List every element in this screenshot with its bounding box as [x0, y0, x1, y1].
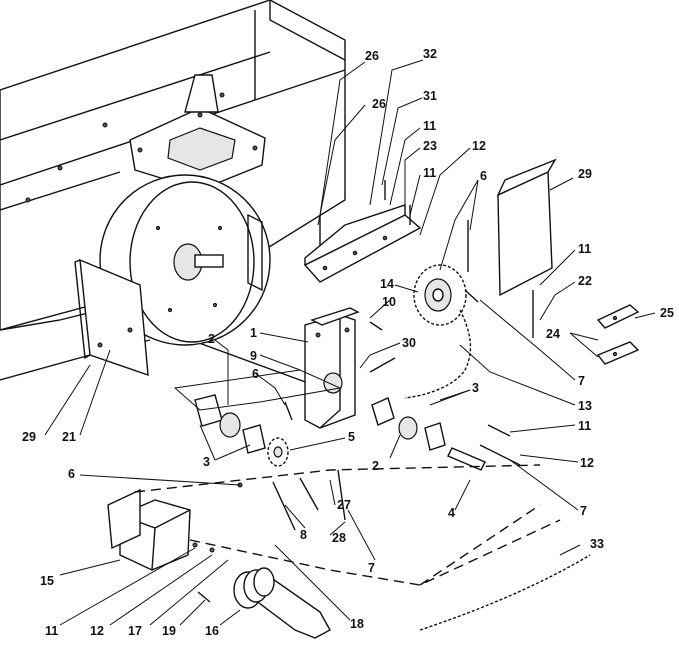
shield-plate [496, 158, 557, 297]
callout-23: 24 [546, 327, 560, 341]
callout-6-b: 6 [252, 367, 259, 381]
callout-32: 32 [423, 47, 437, 61]
callout-3-right: 3 [472, 381, 479, 395]
callout-11-a: 11 [423, 119, 436, 133]
callout-12-b: 12 [580, 456, 594, 470]
callout-19: 19 [162, 624, 176, 638]
callout-24: 25 [660, 306, 674, 320]
callout-11-d: 11 [578, 419, 591, 433]
callout-13: 13 [578, 399, 592, 413]
callout-6-a: 6 [480, 169, 487, 183]
callout-29: 29 [22, 430, 36, 444]
callout-26-upper: 26 [372, 97, 386, 111]
sprocket-large [413, 264, 467, 326]
callout-5: 5 [348, 430, 355, 444]
callout-30: 31 [423, 89, 437, 103]
callout-10: 10 [382, 295, 396, 309]
callout-17: 17 [128, 624, 142, 638]
callout-20: 22 [578, 274, 592, 288]
callout-4: 4 [448, 506, 455, 520]
callout-11-c: 11 [578, 242, 591, 256]
gearbox [107, 488, 191, 571]
callout-18: 18 [350, 617, 364, 631]
top-mounting-plate [129, 74, 266, 191]
callout-9: 9 [250, 349, 257, 363]
fasteners [192, 180, 534, 603]
callout-14: 14 [380, 277, 394, 291]
callout-7-a: 7 [578, 374, 585, 388]
callout-labels: 26 32 31 26 11 23 11 12 6 29 11 22 25 24… [22, 47, 674, 638]
clip-set [596, 304, 640, 365]
callout-2-left: 2 [208, 332, 215, 346]
callout-27: 28 [332, 531, 346, 545]
callout-2-right: 2 [372, 459, 379, 473]
callout-11-b: 11 [423, 166, 436, 180]
bearing-bracket [304, 307, 360, 429]
callout-33: 33 [590, 537, 604, 551]
callout-26-lower: 27 [337, 498, 351, 512]
callout-22: 23 [423, 139, 437, 153]
callout-21: 21 [62, 430, 76, 444]
side-bracket [74, 213, 263, 377]
callout-16: 16 [205, 624, 219, 638]
callout-3-left: 3 [203, 455, 210, 469]
angle-bracket [303, 204, 422, 283]
callout-25: 26 [365, 49, 379, 63]
callout-15: 15 [40, 574, 54, 588]
callout-6-c: 6 [68, 467, 75, 481]
callout-7-b: 7 [580, 504, 587, 518]
callout-28: 29 [578, 167, 592, 181]
callout-12-c: 12 [90, 624, 104, 638]
pto-shaft [233, 567, 331, 639]
callout-31: 30 [402, 336, 416, 350]
leader-lines [44, 59, 656, 626]
callout-8: 8 [300, 528, 307, 542]
fan-housing-disc [99, 174, 271, 346]
roller-chain [404, 309, 472, 399]
callout-7-c: 7 [368, 561, 375, 575]
callout-12-a: 12 [472, 139, 486, 153]
drive-chain-path [134, 464, 591, 631]
callout-11-e: 11 [45, 624, 58, 638]
callout-1: 1 [250, 326, 257, 340]
